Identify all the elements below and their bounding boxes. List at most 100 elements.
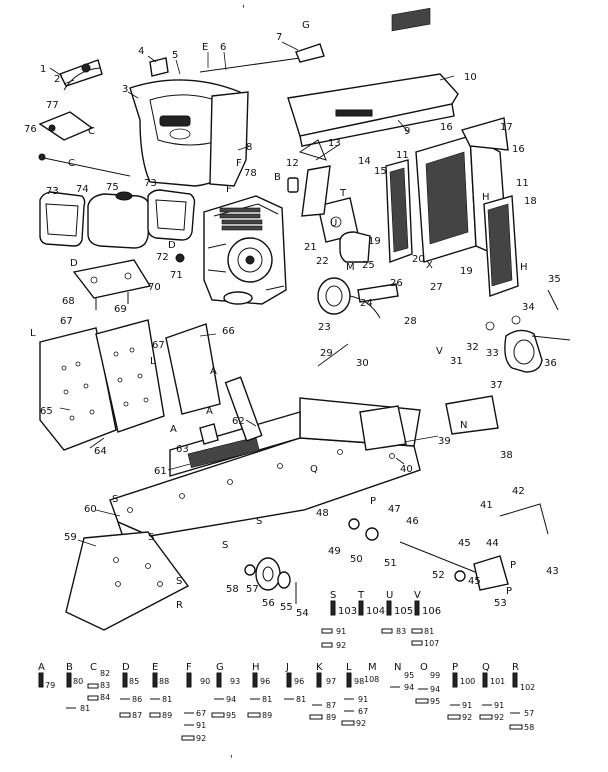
svg-text:O: O bbox=[420, 662, 428, 673]
hood bbox=[287, 7, 459, 147]
ref-letter-p3: P bbox=[506, 586, 512, 597]
svg-text:89: 89 bbox=[326, 713, 336, 722]
callout-23: 23 bbox=[318, 322, 331, 333]
callout-36: 36 bbox=[544, 358, 557, 369]
ref-letter-g: G bbox=[302, 20, 310, 31]
svg-text:F: F bbox=[186, 662, 192, 673]
callout-71: 71 bbox=[170, 270, 183, 281]
callout-50: 50 bbox=[350, 554, 363, 565]
callout-numbers: 1 2 3 4 5 6 7 8 9 10 11 11 12 13 14 15 1… bbox=[24, 32, 561, 619]
callout-31: 31 bbox=[450, 356, 463, 367]
callout-42: 42 bbox=[512, 486, 525, 497]
callout-16a: 16 bbox=[440, 122, 453, 133]
callout-2: 2 bbox=[54, 74, 60, 85]
key-item-a: A 79 bbox=[38, 662, 55, 690]
callout-60: 60 bbox=[84, 504, 97, 515]
rod-assembly bbox=[348, 503, 549, 591]
svg-text:58: 58 bbox=[524, 723, 534, 732]
dash-cover bbox=[209, 91, 249, 187]
svg-text:81: 81 bbox=[80, 704, 90, 713]
ref-letter-f2: F bbox=[236, 158, 242, 169]
callout-3: 3 bbox=[122, 84, 128, 95]
key-item-c: C 82 83 84 bbox=[87, 662, 110, 702]
svg-text:T: T bbox=[357, 590, 365, 601]
svg-text:97: 97 bbox=[326, 677, 336, 686]
callout-58: 58 bbox=[226, 584, 239, 595]
callout-45a: 45 bbox=[458, 538, 471, 549]
svg-text:98: 98 bbox=[354, 677, 364, 686]
svg-text:92: 92 bbox=[356, 719, 366, 728]
key-item-d: D 85 86 87 bbox=[119, 662, 142, 720]
ref-letter-m: M bbox=[346, 262, 355, 273]
svg-text:D: D bbox=[122, 662, 130, 673]
callout-44: 44 bbox=[486, 538, 499, 549]
key-item-m: M 108 bbox=[364, 662, 379, 684]
svg-text:94: 94 bbox=[430, 685, 440, 694]
tick-mark-bottom: ' bbox=[230, 754, 233, 765]
callout-21: 21 bbox=[304, 242, 317, 253]
key-item-e: E 88 81 89 bbox=[149, 662, 172, 720]
svg-text:95: 95 bbox=[226, 711, 236, 720]
fuel-tank bbox=[87, 193, 151, 249]
ref-letter-s2: S bbox=[148, 532, 154, 543]
callout-69: 69 bbox=[114, 304, 127, 315]
ref-letter-h: H bbox=[482, 192, 490, 203]
svg-text:N: N bbox=[394, 662, 401, 673]
ref-letter-a3: A bbox=[170, 424, 177, 435]
svg-text:Q: Q bbox=[482, 662, 490, 673]
ref-letter-c: C bbox=[88, 126, 95, 137]
svg-text:87: 87 bbox=[132, 711, 142, 720]
callout-20: 20 bbox=[412, 254, 425, 265]
svg-text:96: 96 bbox=[294, 677, 304, 686]
callout-76: 76 bbox=[24, 124, 37, 135]
letter-references: E G C C B F F D D H H T U M X V L L A A … bbox=[30, 20, 528, 611]
svg-text:57: 57 bbox=[524, 709, 534, 718]
svg-text:67: 67 bbox=[196, 709, 206, 718]
callout-16b: 16 bbox=[512, 144, 525, 155]
callout-35: 35 bbox=[548, 274, 561, 285]
key-item-l: L 98 91 67 92 bbox=[341, 662, 368, 728]
callout-73b: 73 bbox=[144, 178, 157, 189]
ref-letter-r: R bbox=[176, 600, 183, 611]
svg-text:81: 81 bbox=[424, 627, 434, 636]
callout-55: 55 bbox=[280, 602, 293, 613]
key-item-h: H 96 81 89 bbox=[247, 662, 272, 720]
callout-34: 34 bbox=[522, 302, 535, 313]
callout-57: 57 bbox=[246, 584, 259, 595]
svg-text:107: 107 bbox=[424, 639, 439, 648]
callout-54: 54 bbox=[296, 608, 309, 619]
svg-text:102: 102 bbox=[520, 683, 535, 692]
svg-text:85: 85 bbox=[129, 677, 139, 686]
callout-70: 70 bbox=[148, 282, 161, 293]
svg-text:101: 101 bbox=[490, 677, 505, 686]
svg-text:P: P bbox=[452, 662, 458, 673]
callout-11a: 11 bbox=[396, 150, 409, 161]
key-item-g: G 93 94 95 bbox=[211, 662, 240, 720]
svg-text:81: 81 bbox=[262, 695, 272, 704]
ref-letter-x: X bbox=[426, 260, 433, 271]
svg-text:106: 106 bbox=[422, 606, 441, 617]
callout-4: 4 bbox=[138, 46, 144, 57]
callout-19a: 19 bbox=[368, 236, 381, 247]
key-item-u: U 105 83 bbox=[381, 590, 413, 636]
ref-letter-a2: A bbox=[206, 406, 213, 417]
callout-19b: 19 bbox=[460, 266, 473, 277]
svg-text:C: C bbox=[90, 662, 97, 673]
svg-text:91: 91 bbox=[196, 721, 206, 730]
main-frame bbox=[109, 376, 499, 554]
callout-49: 49 bbox=[328, 546, 341, 557]
callout-65: 65 bbox=[40, 406, 53, 417]
ref-letter-t: T bbox=[339, 188, 347, 199]
key-item-q: Q 101 91 92 bbox=[479, 662, 505, 722]
svg-text:B: B bbox=[66, 662, 73, 673]
callout-14: 14 bbox=[358, 156, 371, 167]
key-item-k: K 97 87 89 bbox=[309, 662, 336, 722]
ref-letter-b: B bbox=[274, 172, 281, 183]
callout-24: 24 bbox=[360, 298, 373, 309]
svg-text:103: 103 bbox=[338, 606, 357, 617]
callout-62: 62 bbox=[232, 416, 245, 427]
callout-51: 51 bbox=[384, 558, 397, 569]
callout-73a: 73 bbox=[46, 186, 59, 197]
